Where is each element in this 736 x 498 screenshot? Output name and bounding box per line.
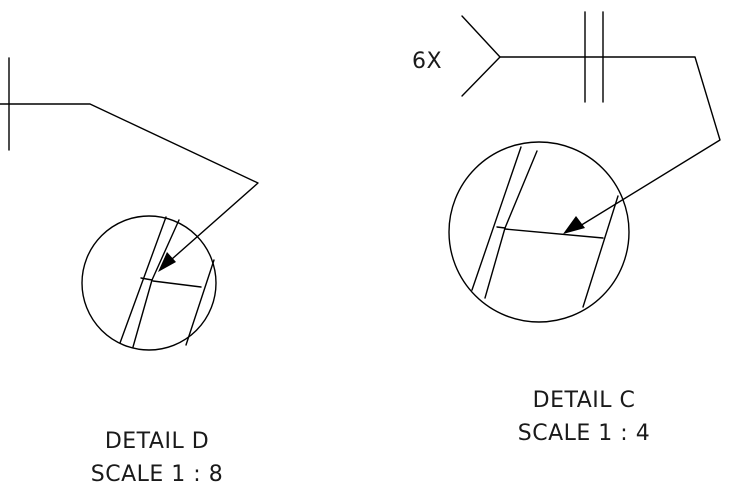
detail-d-scale: SCALE 1 : 8 [91,462,223,487]
detail-c-leader-line [499,56,721,230]
detail-d: DETAIL D SCALE 1 : 8 [0,57,259,487]
detail-c: 6X DETAIL C SCALE 1 : 4 [412,11,721,446]
detail-c-callout: 6X [412,49,442,74]
detail-c-circle [448,141,630,323]
detail-d-leader-line [0,103,259,260]
detail-c-leader-arrow [563,216,585,234]
detail-c-geometry [471,146,619,308]
detail-d-leader-arrow [158,252,176,272]
detail-d-circle [81,215,217,351]
detail-d-geometry [119,216,215,348]
detail-c-chevron [461,15,501,97]
detail-c-title: DETAIL C [533,388,636,413]
detail-c-scale: SCALE 1 : 4 [518,421,650,446]
detail-d-title: DETAIL D [105,429,209,454]
